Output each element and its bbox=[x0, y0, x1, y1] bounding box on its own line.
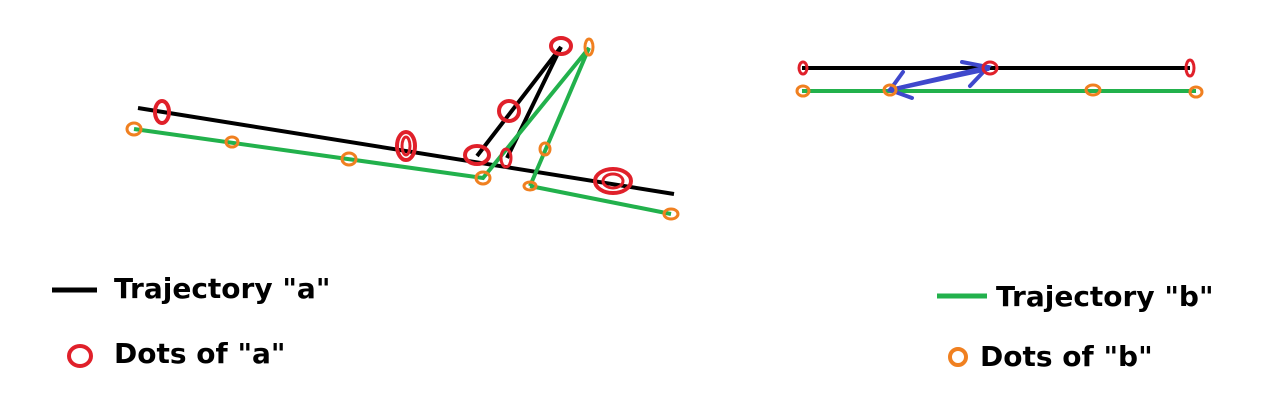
dot-b bbox=[583, 37, 595, 57]
dot-a bbox=[153, 99, 171, 125]
left-figure bbox=[125, 36, 680, 221]
dot-b bbox=[1084, 83, 1102, 97]
legend-dots-a-swatch bbox=[67, 344, 93, 368]
dot-a bbox=[395, 130, 417, 162]
dot-a bbox=[549, 36, 573, 56]
legend-trajectory-b-label: Trajectory "b" bbox=[996, 280, 1214, 313]
dot-b bbox=[474, 170, 492, 186]
dot-a bbox=[1184, 58, 1196, 78]
dot-b bbox=[662, 207, 680, 221]
arrow-to-left bbox=[886, 67, 990, 100]
trajectory-a-main-line bbox=[137, 106, 675, 196]
dot-b bbox=[340, 151, 358, 167]
dot-a bbox=[499, 147, 513, 169]
dot-a bbox=[797, 60, 809, 76]
dot-a bbox=[497, 99, 521, 123]
dot-b bbox=[795, 84, 811, 98]
dot-a bbox=[593, 167, 633, 195]
legend-trajectory-a-label: Trajectory "a" bbox=[114, 272, 330, 305]
dot-a bbox=[463, 144, 491, 166]
dot-b bbox=[522, 180, 538, 192]
dot-a bbox=[601, 172, 625, 190]
dot-b bbox=[224, 135, 240, 149]
trajectory-b-segment-2 bbox=[529, 184, 672, 216]
legend: Trajectory "a" Dots of "a" Trajectory "b… bbox=[52, 272, 1214, 373]
dot-b bbox=[538, 141, 552, 157]
legend-dots-a-label: Dots of "a" bbox=[114, 337, 286, 370]
trajectory-b-segment-1 bbox=[133, 46, 591, 187]
right-figure bbox=[795, 58, 1204, 100]
dot-a bbox=[981, 60, 999, 76]
dot-b bbox=[1188, 85, 1204, 99]
dot-b bbox=[882, 83, 898, 97]
dot-b bbox=[125, 121, 143, 137]
dot-a bbox=[400, 135, 412, 157]
legend-dots-b-swatch bbox=[948, 347, 968, 367]
legend-dots-b-label: Dots of "b" bbox=[980, 340, 1153, 373]
